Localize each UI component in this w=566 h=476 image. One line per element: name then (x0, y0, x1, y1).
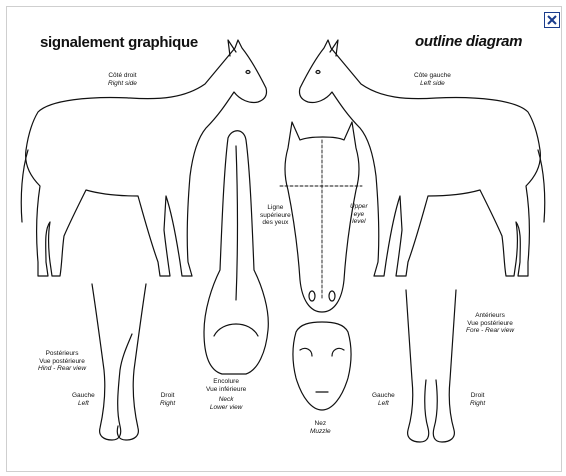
horse-right-side-drawing (21, 40, 266, 276)
label-eye-fr-3: des yeux (260, 219, 291, 227)
label-hind-right-fr: Droit (160, 392, 175, 400)
label-fore-right-en: Right (470, 400, 485, 408)
label-eye-fr-1: Ligne (260, 204, 291, 212)
label-eye-level-en: Upper eye level (350, 203, 368, 226)
label-eye-fr-2: supérieure (260, 212, 291, 220)
label-right-side-fr: Côté droit (108, 72, 137, 80)
label-neck-en1: Neck (206, 396, 246, 404)
neck-lower-view-drawing (204, 131, 268, 374)
label-fore: Antérieurs Vue postérieure Fore - Rear v… (466, 312, 514, 335)
label-eye-en-3: level (350, 218, 368, 226)
label-hind-left: Gauche Left (72, 392, 95, 407)
label-muzzle-fr: Nez (310, 420, 331, 428)
label-muzzle-en: Muzzle (310, 428, 331, 436)
label-hind-fr1: Postérieurs (38, 350, 86, 358)
label-fore-fr2: Vue postérieure (466, 320, 514, 328)
label-eye-en-2: eye (350, 211, 368, 219)
hind-legs-drawing (92, 284, 146, 440)
label-muzzle: Nez Muzzle (310, 420, 331, 435)
label-eye-en-1: Upper (350, 203, 368, 211)
label-fore-right: Droit Right (470, 392, 485, 407)
label-left-side-fr: Côte gauche (414, 72, 451, 80)
label-hind-fr2: Vue postérieure (38, 358, 86, 366)
muzzle-drawing (293, 322, 351, 410)
label-left-side: Côte gauche Left side (414, 72, 451, 87)
label-neck: Encolure Vue inférieure Neck Lower view (206, 378, 246, 411)
fore-legs-drawing (406, 290, 456, 442)
label-hind: Postérieurs Vue postérieure Hind - Rear … (38, 350, 86, 373)
label-neck-fr2: Vue inférieure (206, 386, 246, 394)
label-hind-left-en: Left (72, 400, 95, 408)
label-fore-left-en: Left (372, 400, 395, 408)
label-eye-level-fr: Ligne supérieure des yeux (260, 204, 291, 227)
label-neck-fr1: Encolure (206, 378, 246, 386)
label-hind-right-en: Right (160, 400, 175, 408)
label-right-side: Côté droit Right side (108, 72, 137, 87)
label-hind-left-fr: Gauche (72, 392, 95, 400)
label-neck-en2: Lower view (206, 404, 246, 412)
label-right-side-en: Right side (108, 80, 137, 88)
label-fore-right-fr: Droit (470, 392, 485, 400)
label-fore-en: Fore - Rear view (466, 327, 514, 335)
label-fore-left-fr: Gauche (372, 392, 395, 400)
label-left-side-en: Left side (414, 80, 451, 88)
label-fore-fr1: Antérieurs (466, 312, 514, 320)
label-fore-left: Gauche Left (372, 392, 395, 407)
label-hind-right: Droit Right (160, 392, 175, 407)
label-hind-en: Hind - Rear view (38, 365, 86, 373)
